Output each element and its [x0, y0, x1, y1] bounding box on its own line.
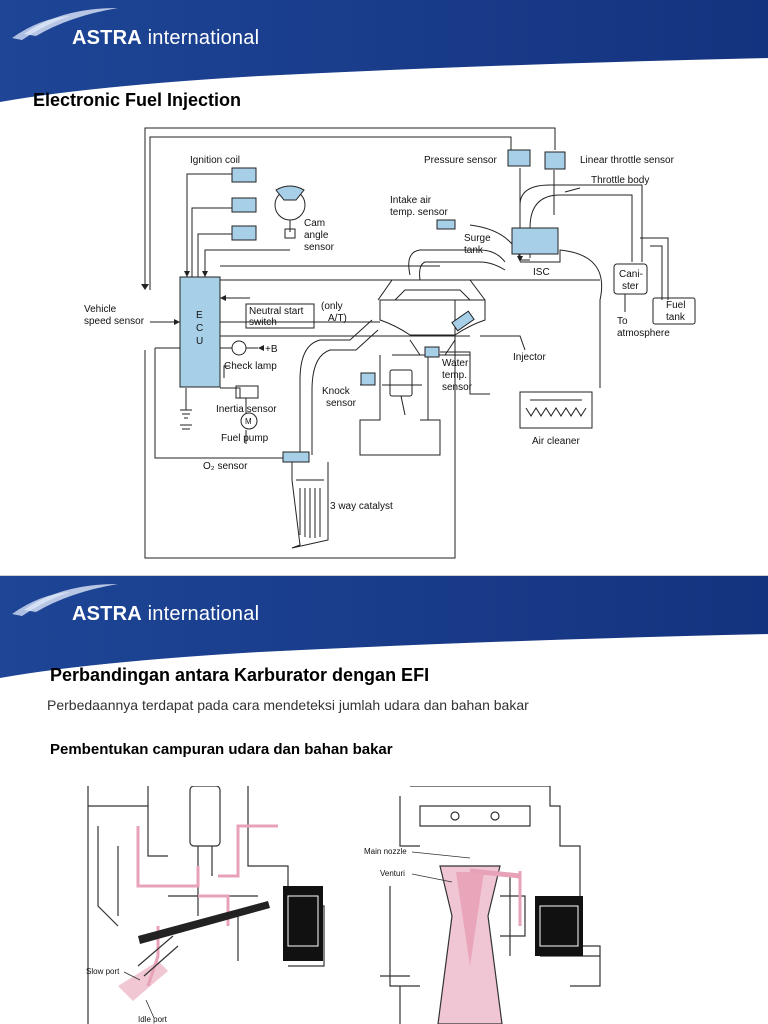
ignition-coil-2-icon [231, 197, 257, 213]
catalyst-label: 3 way catalyst [330, 501, 393, 512]
slide-divider [0, 575, 768, 576]
to-atmosphere-label-1: To [617, 316, 628, 327]
slide-subtitle: Perbedaannya terdapat pada cara mendetek… [47, 697, 529, 713]
vehicle-speed-label-1: Vehicle [84, 304, 117, 315]
carburetor-main-system-figure: Main nozzle Venturi [364, 786, 601, 1024]
surge-tank-label-2: tank [464, 245, 484, 256]
plus-b-label: +B [265, 344, 278, 355]
linear-throttle-sensor-label: Linear throttle sensor [580, 155, 675, 166]
water-temp-label-3: sensor [442, 382, 473, 393]
slide-title: Perbandingan antara Karburator dengan EF… [50, 665, 430, 685]
canister-label-1: Cani- [619, 269, 643, 280]
isc-label: ISC [533, 267, 550, 278]
water-temp-sensor-icon [424, 346, 440, 358]
knock-sensor-label-1: Knock [322, 386, 351, 397]
main-nozzle-label: Main nozzle [364, 847, 407, 856]
fuel-tank-label-2: tank [666, 312, 686, 323]
motor-m-label: M [245, 417, 252, 426]
astra-logo-swoosh-icon-2 [12, 584, 118, 616]
astra-logo-text: ASTRA international [72, 27, 260, 49]
o2-sensor-icon [282, 451, 310, 463]
pressure-sensor-label: Pressure sensor [424, 155, 497, 166]
slide-efi-diagram: ASTRA international Electronic Fuel Inje… [0, 0, 768, 559]
astra-logo-text-2: ASTRA international [72, 603, 260, 625]
intake-air-label-2: temp. sensor [390, 207, 448, 218]
water-temp-label-2: temp. [442, 370, 467, 381]
section-heading: Pembentukan campuran udara dan bahan bak… [50, 741, 393, 758]
linear-throttle-sensor-icon [544, 151, 566, 170]
cam-angle-label-3: sensor [304, 242, 335, 253]
float-bowl-fuel [535, 896, 583, 956]
vehicle-speed-label-2: speed sensor [84, 316, 145, 327]
astra-logo-swoosh-icon [12, 8, 118, 40]
ecu-box [179, 276, 221, 388]
air-cleaner-label: Air cleaner [532, 436, 580, 447]
throttle-body-label: Throttle body [591, 175, 649, 186]
neutral-start-label-1: Neutral start [249, 306, 304, 317]
slide-carburetor-vs-efi: ASTRA international Perbandingan antara … [0, 576, 768, 1024]
check-lamp-label: Check lamp [224, 361, 277, 372]
slow-port-label: Slow port [86, 967, 120, 976]
float-chamber-fuel [283, 886, 323, 961]
ecu-letter-e: E [196, 310, 203, 321]
only-at-label-2: A/T) [328, 313, 347, 324]
ignition-coil-1-icon [231, 167, 257, 183]
to-atmosphere-label-2: atmosphere [617, 328, 670, 339]
injector-label: Injector [513, 352, 546, 363]
canister-label-2: ster [622, 281, 639, 292]
o2-sensor-label: O₂ sensor [203, 461, 248, 472]
ignition-coil-3-icon [231, 225, 257, 241]
only-at-label-1: (only [321, 301, 343, 312]
astra-header-banner [0, 0, 768, 102]
fuel-pump-label: Fuel pump [221, 433, 269, 444]
ignition-coil-label: Ignition coil [190, 155, 240, 166]
intake-air-temp-sensor-icon [436, 219, 456, 230]
ecu-letter-u: U [196, 336, 203, 347]
fuel-tank-label-1: Fuel [666, 300, 685, 311]
page-title: Electronic Fuel Injection [33, 90, 242, 110]
cam-angle-sensor-icon [275, 185, 305, 201]
carburetor-slow-system-figure: Slow port Idle port [86, 786, 325, 1024]
ecu-letter-c: C [196, 323, 203, 334]
knock-sensor-label-2: sensor [326, 398, 357, 409]
neutral-start-label-2: switch [249, 317, 277, 328]
knock-sensor-icon [360, 372, 376, 386]
intake-air-label-1: Intake air [390, 195, 432, 206]
inertia-sensor-label: Inertia sensor [216, 404, 277, 415]
surge-tank-label-1: Surge [464, 233, 491, 244]
water-temp-label-1: Water [442, 358, 469, 369]
venturi-label: Venturi [380, 869, 405, 878]
astra-header-banner-2 [0, 576, 768, 678]
isc-valve-icon [511, 227, 559, 255]
efi-system-diagram: Ignition coil Pressure sensor Linear thr… [84, 127, 696, 559]
idle-port-label: Idle port [138, 1015, 168, 1024]
pressure-sensor-icon [507, 149, 531, 167]
cam-angle-label-1: Cam [304, 218, 325, 229]
cam-angle-label-2: angle [304, 230, 329, 241]
injector-icon [451, 310, 475, 332]
